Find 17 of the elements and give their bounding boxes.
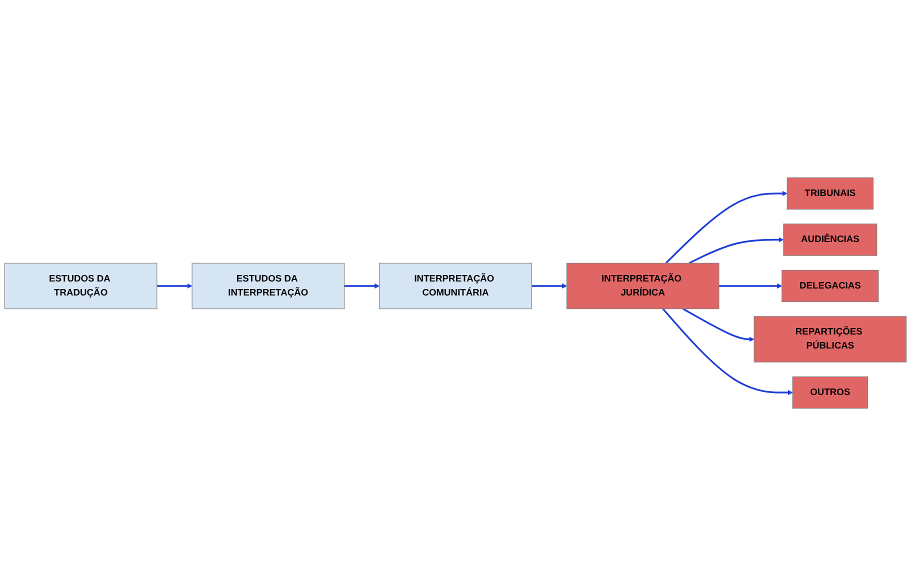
arrow xyxy=(682,308,754,342)
node-box: DELEGACIAS xyxy=(782,270,879,302)
node-box: REPARTIÇÕES PÚBLICAS xyxy=(754,316,907,362)
arrow xyxy=(344,283,380,289)
node-box: INTERPRETAÇÃO JURÍDICA xyxy=(566,262,720,310)
arrow xyxy=(688,237,784,264)
arrow xyxy=(662,308,793,396)
node-box: AUDIÊNCIAS xyxy=(783,224,878,256)
arrow xyxy=(532,283,567,289)
arrow xyxy=(665,190,788,264)
node-box: INTERPRETAÇÃO COMUNITÁRIA xyxy=(379,262,532,310)
arrow xyxy=(718,283,782,289)
node-box: ESTUDOS DA TRADUÇÃO xyxy=(4,262,158,310)
node-box: ESTUDOS DA INTERPRETAÇÃO xyxy=(192,262,345,310)
arrow xyxy=(156,283,192,289)
node-box: OUTROS xyxy=(792,376,868,409)
node-box: TRIBUNAIS xyxy=(786,177,874,210)
